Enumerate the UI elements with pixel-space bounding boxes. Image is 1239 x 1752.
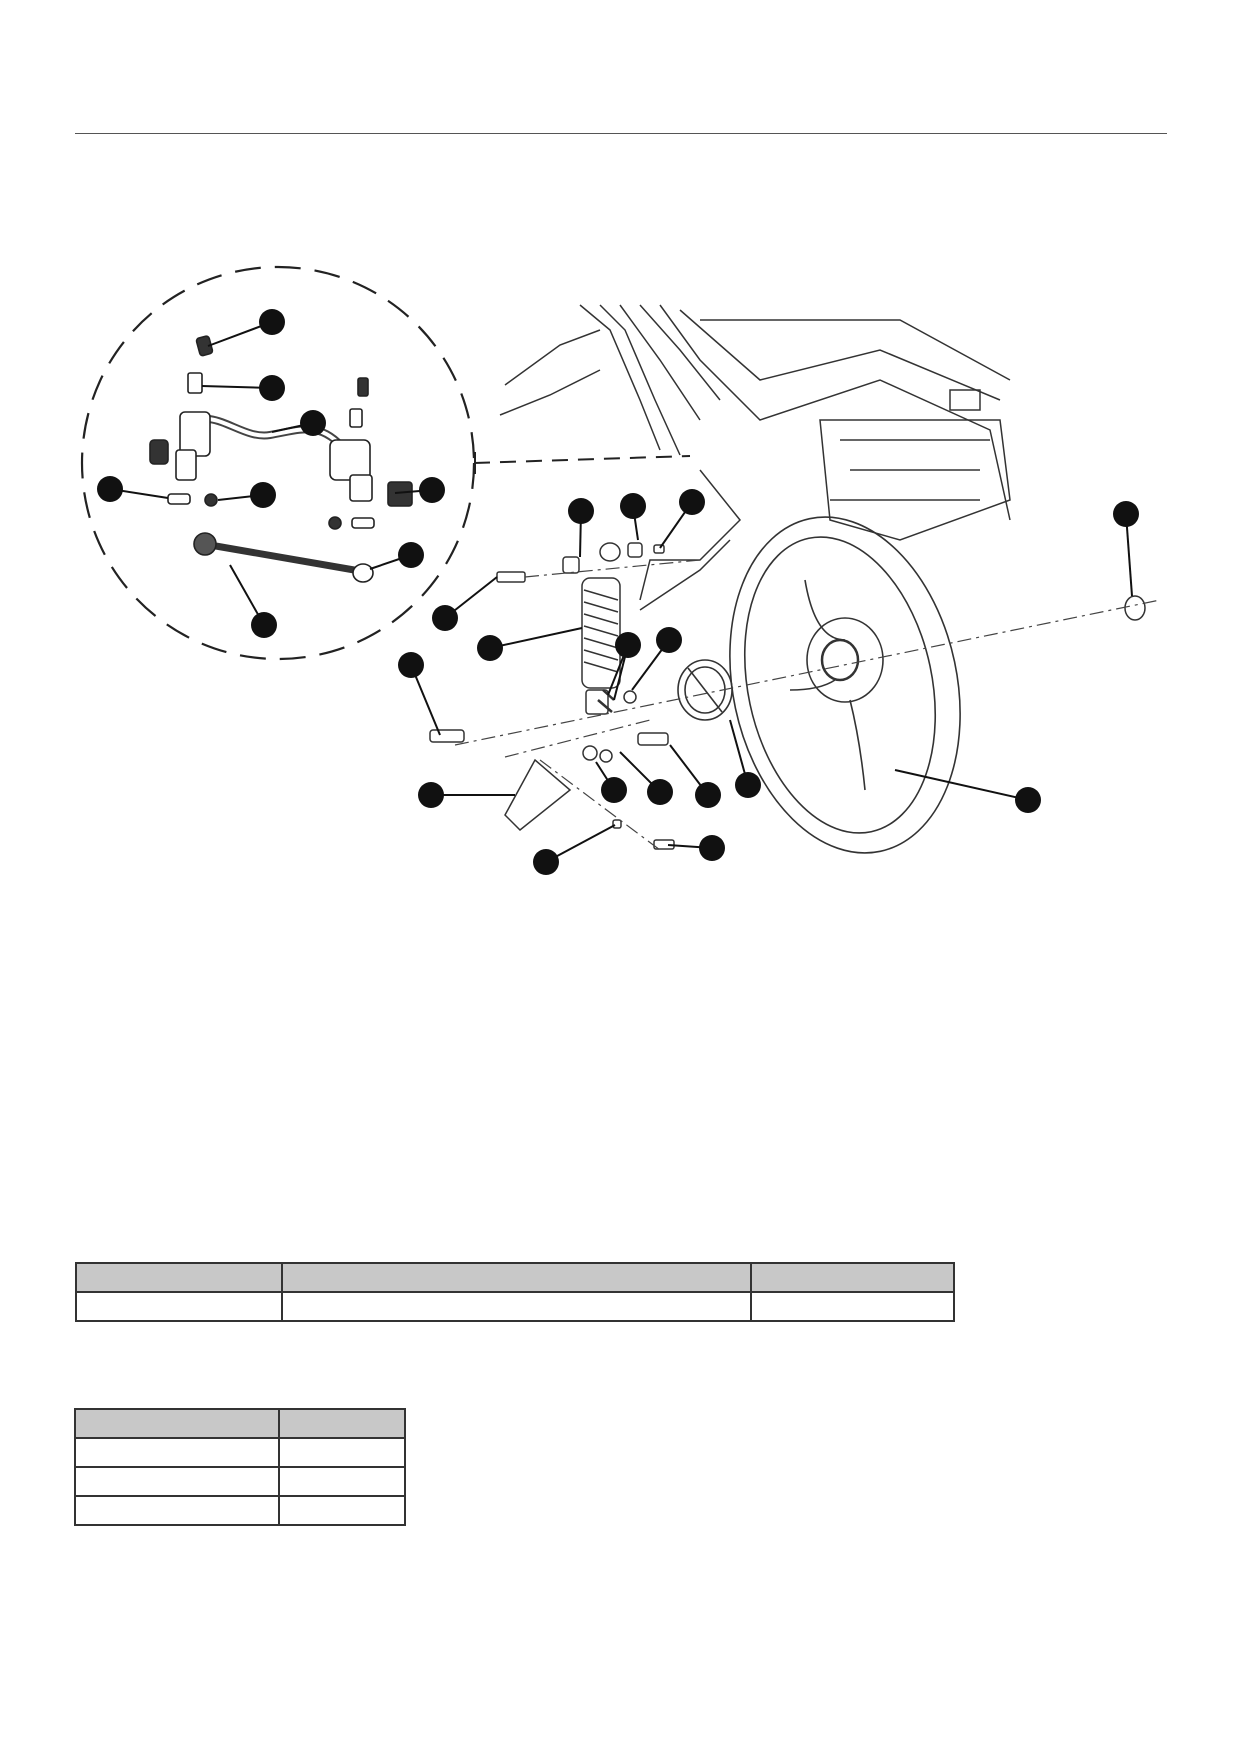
header-rule — [75, 133, 1167, 134]
callout-11 — [679, 489, 705, 515]
callout-7 — [398, 542, 424, 568]
hardware — [429, 542, 1146, 850]
callout-6 — [419, 477, 445, 503]
table-cell — [74, 1466, 280, 1497]
callout-15 — [615, 632, 641, 658]
callout-13 — [477, 635, 503, 661]
callout-23 — [533, 849, 559, 875]
callout-16 — [656, 627, 682, 653]
table-cell — [278, 1495, 406, 1526]
callout-1 — [259, 309, 285, 335]
callout-5 — [250, 482, 276, 508]
table-header-cell — [278, 1408, 406, 1439]
table-cell — [278, 1437, 406, 1468]
callout-17 — [418, 782, 444, 808]
spec-table-a — [75, 1262, 955, 1322]
callout-21 — [735, 772, 761, 798]
table-cell — [750, 1291, 955, 1322]
table-header-cell — [750, 1262, 955, 1293]
callout-25 — [1113, 501, 1139, 527]
table-cell — [75, 1291, 283, 1322]
frame-assembly — [499, 304, 1011, 611]
callout-2 — [259, 375, 285, 401]
stand-assembly — [149, 335, 413, 583]
callout-4 — [97, 476, 123, 502]
callout-12 — [432, 605, 458, 631]
spec-table-b — [74, 1408, 406, 1526]
table-cell — [74, 1495, 280, 1526]
callout-10 — [620, 493, 646, 519]
detail-leader — [473, 455, 691, 464]
callout-14 — [398, 652, 424, 678]
exploded-parts-diagram — [80, 265, 1161, 875]
table-header-row — [74, 1408, 406, 1439]
callout-19 — [647, 779, 673, 805]
table-cell — [74, 1437, 280, 1468]
table-header-cell — [74, 1408, 280, 1439]
callout-20 — [695, 782, 721, 808]
table-header-cell — [75, 1262, 283, 1293]
callout-18 — [601, 777, 627, 803]
callout-3 — [300, 410, 326, 436]
table-cell — [281, 1291, 752, 1322]
rear-wheel — [729, 516, 961, 854]
table-row — [74, 1495, 406, 1526]
callout-22 — [1015, 787, 1041, 813]
table-row — [74, 1466, 406, 1497]
callout-8 — [251, 612, 277, 638]
table-cell — [278, 1466, 406, 1497]
table-header-cell — [281, 1262, 752, 1293]
table-row — [74, 1437, 406, 1468]
callout-24 — [699, 835, 725, 861]
shock-absorber — [581, 542, 621, 715]
table-header-row — [75, 1262, 955, 1293]
axle-lines — [454, 559, 1161, 851]
table-row — [75, 1291, 955, 1322]
callout-9 — [568, 498, 594, 524]
callout-dots — [97, 309, 1139, 875]
